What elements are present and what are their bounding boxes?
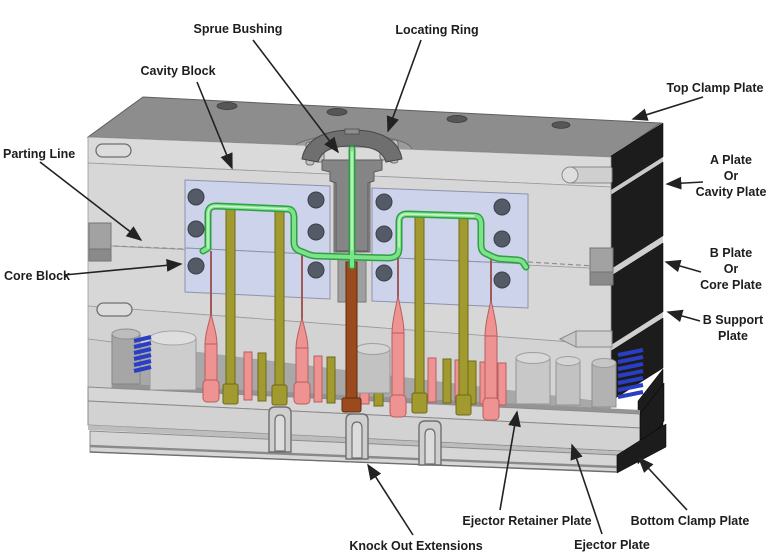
spring-left xyxy=(133,335,152,373)
arrow-core-block xyxy=(63,258,183,276)
arrow-bottom-clamp-plate xyxy=(637,456,688,511)
ejector-plates-side xyxy=(639,382,665,453)
label-b-plate: B Plate Or Core Plate xyxy=(700,246,762,292)
knockout-extension xyxy=(418,420,442,466)
mold-face-details xyxy=(88,143,614,348)
arrow-ejector-plate xyxy=(570,443,603,535)
label-bottom-clamp-plate: Bottom Clamp Plate xyxy=(630,514,750,528)
return-pin-right xyxy=(558,330,613,348)
label-core-block: Core Block xyxy=(4,269,70,283)
side-lock-right xyxy=(589,247,614,275)
arrow-b-support-plate xyxy=(666,309,701,323)
arrow-parting-line xyxy=(39,161,143,241)
arrow-a-plate xyxy=(665,176,704,190)
parting-line-trace xyxy=(527,261,612,268)
label-knock-out-extensions: Knock Out Extensions xyxy=(349,539,483,553)
salmon-pin-1 xyxy=(202,251,220,403)
ejector-pins xyxy=(202,207,500,421)
leader-arrows xyxy=(39,39,704,536)
top-face-screw-hole xyxy=(446,115,468,124)
core-block-right xyxy=(371,256,529,309)
knockout-extension xyxy=(268,406,292,453)
return-springs xyxy=(133,335,644,399)
front-plates xyxy=(87,136,667,474)
housing-left-rail xyxy=(87,338,113,390)
salmon-pin-4 xyxy=(482,257,500,421)
label-ejector-retainer-plate: Ejector Retainer Plate xyxy=(462,514,592,528)
spring-right xyxy=(617,348,644,399)
side-lock-left xyxy=(88,222,112,252)
salmon-pin-3 xyxy=(389,255,407,418)
leader-pin-upper xyxy=(561,166,613,184)
top-face-screw-hole xyxy=(326,108,348,117)
arrow-sprue-bushing xyxy=(252,39,339,154)
salmon-pin-2 xyxy=(293,253,311,405)
arrow-knock-out-extensions xyxy=(367,463,414,536)
label-a-plate: A Plate Or Cavity Plate xyxy=(695,153,767,199)
arrow-locating-ring xyxy=(386,39,422,133)
arrow-b-plate xyxy=(664,259,702,273)
arrow-top-clamp-plate xyxy=(631,96,704,121)
eyebolt-slot-lower xyxy=(96,302,133,317)
label-ejector-plate: Ejector Plate xyxy=(574,538,650,552)
eyebolt-slot-upper xyxy=(95,143,132,158)
label-parting-line: Parting Line xyxy=(3,147,76,161)
top-face-screw-hole xyxy=(216,102,238,111)
arrow-cavity-block xyxy=(196,81,233,170)
label-top-clamp-plate: Top Clamp Plate xyxy=(666,81,764,95)
knockout-extension xyxy=(345,413,369,460)
label-sprue-bushing: Sprue Bushing xyxy=(193,22,283,36)
arrow-ejector-retainer-plate xyxy=(499,410,521,511)
bottom-clamp-plate-side xyxy=(616,423,667,474)
top-face-screw-hole xyxy=(551,121,571,129)
knockout-extensions xyxy=(268,406,442,466)
label-locating-ring: Locating Ring xyxy=(395,23,479,37)
label-b-support-plate: B Support Plate xyxy=(702,313,764,343)
label-cavity-block: Cavity Block xyxy=(140,64,216,78)
molded-part xyxy=(199,145,530,271)
